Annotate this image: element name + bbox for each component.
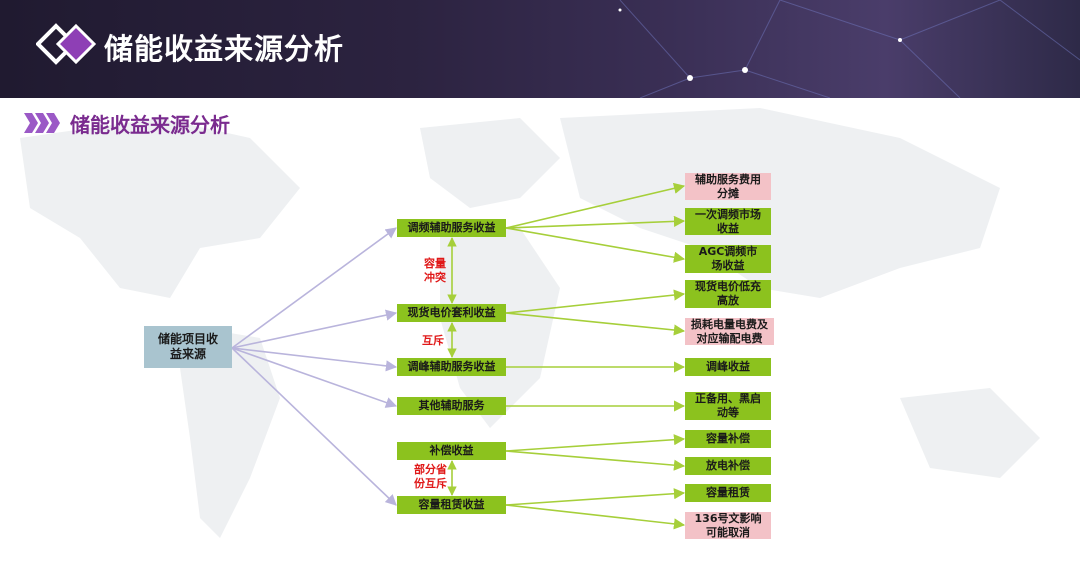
conflict-label-province: 部分省份互斥 [411,463,450,491]
node-compensation: 补偿收益 [397,442,506,460]
node-label: 损耗电量电费及对应输配电费 [687,318,773,346]
connector-m5-r8 [506,439,684,451]
node-label: 正备用、黑启动等 [693,392,763,420]
root-node: 储能项目收益来源 [144,326,232,368]
node-cost-sharing: 辅助服务费用分摊 [685,173,771,200]
node-label: 现货电价低充高放 [695,280,761,308]
connector-m6-r11 [506,505,684,525]
node-label: 一次调频市场收益 [695,208,761,236]
node-loss-energy-fees: 损耗电量电费及对应输配电费 [685,318,774,345]
node-label: 容量租赁收益 [419,498,485,512]
node-reserve-blackstart: 正备用、黑启动等 [685,392,771,420]
node-label: 调频辅助服务收益 [408,221,496,235]
conflict-label-capacity: 容量冲突 [422,257,448,285]
root-node-label: 储能项目收益来源 [153,332,223,362]
node-agc-market: AGC调频市场收益 [685,245,771,273]
connector-m2-r4 [506,294,684,313]
node-other-ancillary: 其他辅助服务 [397,397,506,415]
connector-m5-r9 [506,451,684,466]
node-low-charge-high-discharge: 现货电价低充高放 [685,280,771,308]
connector-m6-r10 [506,493,684,505]
connector-m2-r5 [506,313,684,331]
node-peak-revenue: 调峰收益 [685,358,771,376]
node-discharge-compensation: 放电补偿 [685,457,771,475]
node-label: 补偿收益 [430,444,474,458]
node-label: 辅助服务费用分摊 [695,173,761,201]
node-capacity-rental: 容量租赁 [685,484,771,502]
node-label: 容量租赁 [706,486,750,500]
node-label: 现货电价套利收益 [408,306,496,320]
node-policy-136: 136号文影响可能取消 [685,512,771,539]
node-label: 136号文影响可能取消 [693,512,763,540]
node-primary-frequency: 一次调频市场收益 [685,208,771,235]
connector-m1-r3 [506,228,684,259]
node-spot-arbitrage: 现货电价套利收益 [397,304,506,322]
node-label: 放电补偿 [706,459,750,473]
node-label: 容量补偿 [706,432,750,446]
node-capacity-compensation: 容量补偿 [685,430,771,448]
node-frequency-regulation: 调频辅助服务收益 [397,219,506,237]
node-capacity-lease: 容量租赁收益 [397,496,506,514]
node-label: AGC调频市场收益 [695,245,761,273]
node-label: 调峰收益 [706,360,750,374]
node-peak-shaving: 调峰辅助服务收益 [397,358,506,376]
conflict-label-exclusive: 互斥 [422,334,452,348]
node-label: 其他辅助服务 [419,399,485,413]
node-label: 调峰辅助服务收益 [408,360,496,374]
connector-root-m6 [232,348,396,505]
